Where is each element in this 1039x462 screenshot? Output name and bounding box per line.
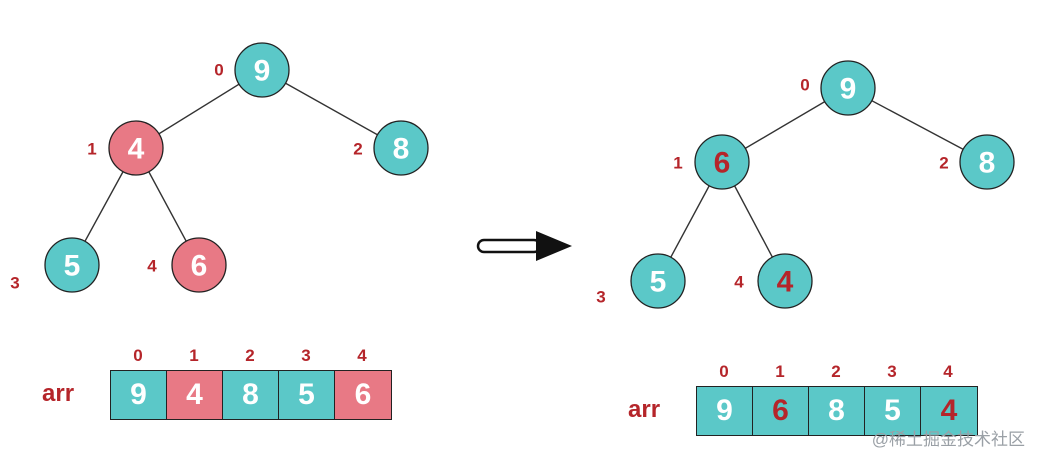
node-after-3-value: 5 — [650, 266, 667, 299]
node-before-3-value: 5 — [64, 250, 81, 283]
array-before-cell: 8 — [223, 371, 279, 419]
node-before-3: 5 3 — [10, 237, 100, 293]
node-before-4-index: 4 — [147, 257, 157, 276]
tree-after: 9 0 6 1 8 2 5 3 4 4 — [596, 60, 1015, 309]
node-after-0-index: 0 — [800, 76, 809, 95]
array-after-index: 3 — [887, 362, 897, 381]
node-after-2-circle — [959, 134, 1015, 190]
transform-arrow — [476, 231, 572, 261]
node-before-0-index: 0 — [214, 61, 223, 80]
node-before-0: 9 0 — [214, 42, 290, 98]
node-after-2-value: 8 — [979, 147, 996, 180]
node-after-3: 5 3 — [596, 253, 686, 309]
node-before-4-circle — [171, 237, 227, 293]
node-after-1-circle — [694, 134, 750, 190]
array-before-index: 2 — [245, 346, 255, 365]
node-after-4-index: 4 — [734, 273, 744, 292]
node-before-0-circle — [234, 42, 290, 98]
tree-before: 9 0 4 1 8 2 5 3 6 4 — [10, 42, 429, 293]
node-before-4-value: 6 — [191, 250, 208, 283]
array-after-cell: 9 — [697, 387, 753, 435]
node-before-1-value: 4 — [128, 133, 145, 166]
node-before-1-circle — [108, 120, 164, 176]
node-after-4: 4 4 — [734, 253, 813, 309]
arrow-head — [536, 231, 572, 261]
array-before-cell: 4 — [167, 371, 223, 419]
array-before-cell: 9 — [111, 371, 167, 419]
node-before-3-circle — [44, 237, 100, 293]
node-before-2-circle — [373, 120, 429, 176]
array-after: 9 6 8 5 4 — [696, 386, 978, 436]
array-before-cell: 6 — [335, 371, 391, 419]
node-after-3-circle — [630, 253, 686, 309]
array-before-cell: 5 — [279, 371, 335, 419]
array-after-cell: 4 — [921, 387, 977, 435]
array-after-label: arr — [628, 396, 661, 423]
node-after-0-value: 9 — [840, 73, 857, 106]
node-after-2: 8 2 — [939, 134, 1015, 190]
node-before-4: 6 4 — [147, 237, 227, 293]
array-before: 9 4 8 5 6 — [110, 370, 392, 420]
array-after-indices: 0 1 2 3 4 — [696, 362, 976, 382]
array-after-index: 1 — [775, 362, 785, 381]
node-after-1: 6 1 — [673, 134, 750, 190]
node-after-4-value: 4 — [777, 266, 794, 299]
array-after-cell: 6 — [753, 387, 809, 435]
arrow-shaft — [476, 238, 542, 254]
node-after-3-index: 3 — [596, 288, 605, 307]
node-after-0-circle — [820, 60, 876, 116]
watermark: @稀土掘金技术社区 — [871, 430, 1025, 449]
array-after-cell: 8 — [809, 387, 865, 435]
array-after-index: 4 — [943, 362, 953, 381]
array-before-label: arr — [42, 380, 75, 407]
node-before-1-index: 1 — [87, 140, 96, 159]
array-before-index: 3 — [301, 346, 311, 365]
array-before-index: 1 — [189, 346, 199, 365]
array-before-indices: 0 1 2 3 4 — [110, 346, 390, 366]
node-before-2-index: 2 — [353, 140, 362, 159]
node-before-2: 8 2 — [353, 120, 429, 176]
node-before-3-index: 3 — [10, 274, 19, 293]
node-after-0: 9 0 — [800, 60, 876, 116]
node-before-1: 4 1 — [87, 120, 164, 176]
node-after-4-circle — [757, 253, 813, 309]
node-after-1-index: 1 — [673, 154, 682, 173]
node-after-2-index: 2 — [939, 154, 948, 173]
array-before-index: 4 — [357, 346, 367, 365]
node-after-1-value: 6 — [714, 147, 731, 180]
array-after-index: 0 — [719, 362, 729, 381]
array-before-index: 0 — [133, 346, 143, 365]
array-after-index: 2 — [831, 362, 841, 381]
array-after-cell: 5 — [865, 387, 921, 435]
node-before-2-value: 8 — [393, 133, 410, 166]
node-before-0-value: 9 — [254, 55, 271, 88]
